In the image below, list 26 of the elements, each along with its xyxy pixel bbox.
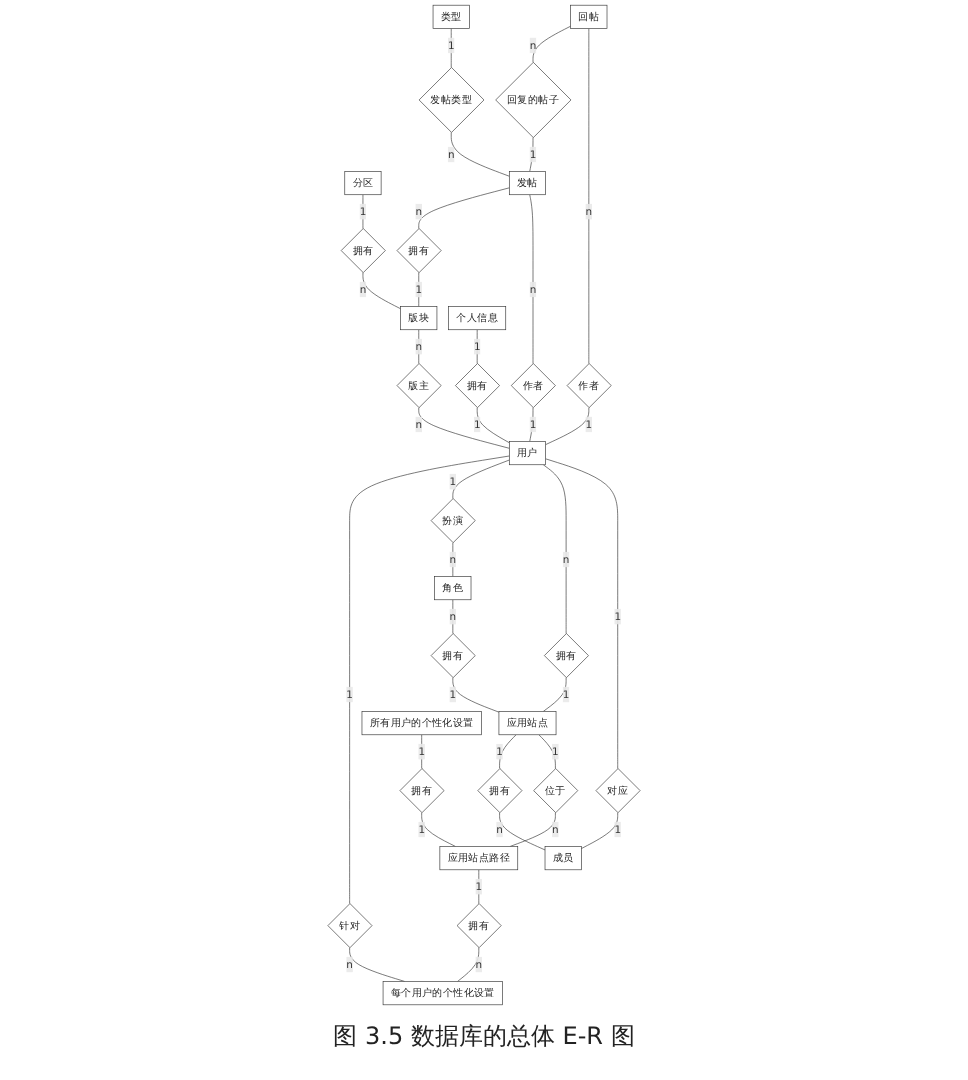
connector: [452, 677, 500, 713]
connector: [452, 459, 510, 499]
connector: [529, 194, 534, 364]
connector: [545, 458, 619, 769]
connector: [421, 812, 456, 847]
connector: [450, 132, 510, 177]
connector: [581, 812, 619, 849]
connector: [476, 407, 510, 444]
connector: [542, 677, 567, 712]
connector: [418, 187, 510, 229]
connector: [457, 947, 480, 982]
connector: [509, 812, 556, 847]
connector: [499, 734, 517, 769]
connector: [362, 272, 401, 310]
connector: [542, 464, 567, 634]
connector: [418, 329, 420, 364]
figure-caption: 图 3.5 数据库的总体 E-R 图: [331, 1020, 637, 1054]
connector: [452, 599, 454, 634]
connector: [545, 407, 590, 445]
connector: [452, 542, 454, 577]
connector: [532, 25, 571, 63]
connector: [418, 407, 510, 449]
connector: [538, 734, 556, 769]
connector: [349, 947, 405, 982]
connector: [588, 28, 590, 364]
connector: [499, 812, 546, 851]
